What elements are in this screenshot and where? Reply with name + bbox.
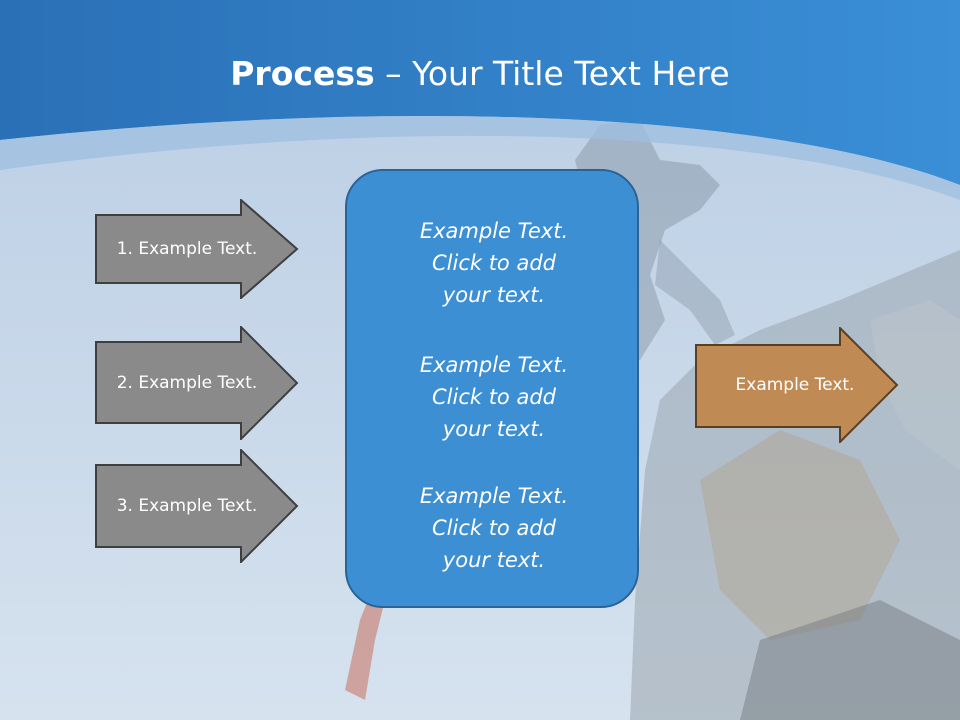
paragraph-line: Click to add <box>431 385 556 409</box>
slide-title: Process – Your Title Text Here <box>0 52 960 96</box>
paragraph-line: your text. <box>442 417 546 441</box>
arrow-shape <box>695 327 899 443</box>
title-rest: – Your Title Text Here <box>374 54 730 93</box>
center-paragraph-1: Example Text. Click to add your text. <box>347 215 641 311</box>
center-paragraph-2: Example Text. Click to add your text. <box>347 349 641 445</box>
arrow-shape <box>95 449 299 563</box>
arrow-shape <box>95 199 299 299</box>
center-text-box[interactable]: Example Text. Click to add your text. Ex… <box>345 169 639 608</box>
paragraph-line: Example Text. <box>419 219 569 243</box>
arrow-shape <box>95 326 299 440</box>
center-paragraph-3: Example Text. Click to add your text. <box>347 480 641 576</box>
paragraph-line: your text. <box>442 283 546 307</box>
title-bold: Process <box>230 54 375 93</box>
arrow-label: 2. Example Text. <box>116 373 258 393</box>
paragraph-line: Example Text. <box>419 353 569 377</box>
paragraph-line: Click to add <box>431 251 556 275</box>
output-arrow[interactable]: Example Text. <box>695 327 899 443</box>
process-step-arrow-1[interactable]: 1. Example Text. <box>95 199 299 299</box>
arrow-label: 3. Example Text. <box>116 496 258 516</box>
arrow-label: Example Text. <box>735 375 855 395</box>
paragraph-line: Example Text. <box>419 484 569 508</box>
paragraph-line: your text. <box>442 548 546 572</box>
paragraph-line: Click to add <box>431 516 556 540</box>
process-step-arrow-2[interactable]: 2. Example Text. <box>95 326 299 440</box>
process-step-arrow-3[interactable]: 3. Example Text. <box>95 449 299 563</box>
arrow-label: 1. Example Text. <box>116 239 258 259</box>
